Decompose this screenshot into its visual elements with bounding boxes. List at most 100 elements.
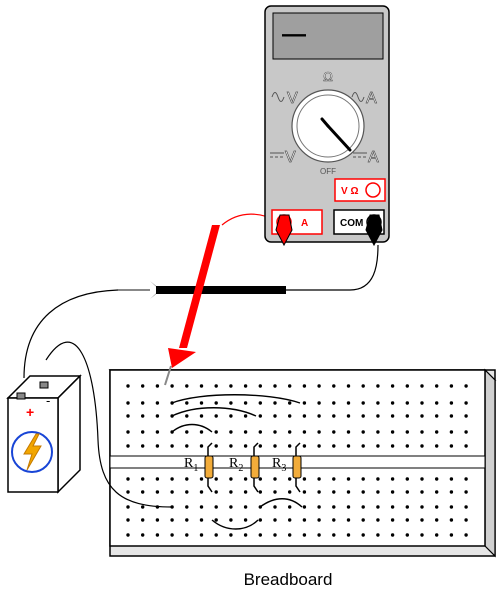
breadboard-hole[interactable]: [449, 430, 454, 434]
breadboard-hole[interactable]: [376, 401, 380, 405]
breadboard-hole[interactable]: [214, 430, 218, 434]
breadboard-hole[interactable]: [302, 477, 307, 481]
breadboard-hole[interactable]: [390, 430, 395, 434]
breadboard-hole[interactable]: [288, 384, 292, 388]
breadboard-hole[interactable]: [243, 490, 248, 494]
breadboard-hole[interactable]: [376, 505, 380, 509]
breadboard-hole[interactable]: [405, 444, 409, 448]
breadboard-hole[interactable]: [390, 533, 395, 537]
breadboard-hole[interactable]: [346, 490, 351, 494]
breadboard-hole[interactable]: [464, 414, 468, 418]
breadboard-hole[interactable]: [435, 414, 439, 418]
breadboard-hole[interactable]: [435, 490, 439, 494]
breadboard-hole[interactable]: [449, 444, 454, 448]
breadboard-hole[interactable]: [258, 384, 262, 388]
breadboard-hole[interactable]: [141, 477, 145, 481]
breadboard-hole[interactable]: [420, 414, 424, 418]
breadboard-hole[interactable]: [185, 490, 189, 494]
breadboard-hole[interactable]: [390, 490, 395, 494]
breadboard-hole[interactable]: [155, 430, 160, 434]
breadboard-hole[interactable]: [405, 505, 409, 509]
breadboard-hole[interactable]: [302, 401, 307, 405]
breadboard-hole[interactable]: [170, 444, 174, 448]
breadboard-hole[interactable]: [155, 533, 160, 537]
breadboard-hole[interactable]: [243, 444, 248, 448]
breadboard-hole[interactable]: [302, 384, 307, 388]
breadboard-hole[interactable]: [199, 384, 204, 388]
breadboard-hole[interactable]: [449, 477, 454, 481]
breadboard-hole[interactable]: [199, 518, 204, 522]
breadboard-hole[interactable]: [361, 401, 365, 405]
breadboard-hole[interactable]: [199, 401, 204, 405]
breadboard-hole[interactable]: [288, 430, 292, 434]
breadboard-hole[interactable]: [214, 505, 218, 509]
breadboard-hole[interactable]: [346, 518, 351, 522]
breadboard-hole[interactable]: [346, 401, 351, 405]
breadboard-hole[interactable]: [258, 401, 262, 405]
breadboard-hole[interactable]: [258, 430, 262, 434]
breadboard-hole[interactable]: [155, 444, 160, 448]
breadboard-hole[interactable]: [346, 533, 351, 537]
breadboard-hole[interactable]: [464, 401, 468, 405]
breadboard-hole[interactable]: [141, 401, 145, 405]
breadboard-hole[interactable]: [126, 444, 130, 448]
breadboard-hole[interactable]: [273, 490, 277, 494]
breadboard-hole[interactable]: [405, 533, 409, 537]
breadboard-hole[interactable]: [273, 414, 277, 418]
breadboard-hole[interactable]: [435, 401, 439, 405]
breadboard-hole[interactable]: [199, 490, 204, 494]
breadboard-hole[interactable]: [288, 490, 292, 494]
breadboard-hole[interactable]: [420, 518, 424, 522]
breadboard-hole[interactable]: [199, 477, 204, 481]
breadboard-hole[interactable]: [420, 401, 424, 405]
breadboard-hole[interactable]: [258, 490, 262, 494]
breadboard-hole[interactable]: [405, 401, 409, 405]
breadboard-hole[interactable]: [361, 444, 365, 448]
breadboard-hole[interactable]: [405, 430, 409, 434]
breadboard-hole[interactable]: [199, 414, 204, 418]
breadboard-hole[interactable]: [155, 518, 160, 522]
jack-volt-ohm[interactable]: V Ω: [334, 178, 386, 202]
breadboard-hole[interactable]: [243, 401, 248, 405]
breadboard-hole[interactable]: [361, 414, 365, 418]
breadboard-hole[interactable]: [141, 505, 145, 509]
breadboard-hole[interactable]: [273, 477, 277, 481]
breadboard-hole[interactable]: [302, 518, 307, 522]
breadboard-hole[interactable]: [273, 444, 277, 448]
breadboard-hole[interactable]: [141, 518, 145, 522]
breadboard-hole[interactable]: [464, 444, 468, 448]
breadboard-hole[interactable]: [229, 414, 233, 418]
breadboard-hole[interactable]: [317, 518, 321, 522]
breadboard-hole[interactable]: [288, 414, 292, 418]
breadboard-hole[interactable]: [229, 384, 233, 388]
breadboard-hole[interactable]: [243, 477, 248, 481]
breadboard-hole[interactable]: [288, 533, 292, 537]
breadboard-hole[interactable]: [405, 518, 409, 522]
breadboard-hole[interactable]: [405, 477, 409, 481]
meter-rotary-knob[interactable]: [291, 89, 365, 163]
breadboard-hole[interactable]: [199, 444, 204, 448]
breadboard-hole[interactable]: [449, 518, 454, 522]
breadboard-hole[interactable]: [449, 490, 454, 494]
breadboard-hole[interactable]: [273, 533, 277, 537]
breadboard-hole[interactable]: [435, 384, 439, 388]
breadboard-hole[interactable]: [214, 490, 218, 494]
breadboard-hole[interactable]: [288, 477, 292, 481]
breadboard-hole[interactable]: [332, 477, 336, 481]
breadboard-hole[interactable]: [346, 477, 351, 481]
breadboard-hole[interactable]: [405, 384, 409, 388]
breadboard-hole[interactable]: [420, 477, 424, 481]
breadboard-hole[interactable]: [346, 505, 351, 509]
breadboard-hole[interactable]: [155, 384, 160, 388]
breadboard-hole[interactable]: [435, 533, 439, 537]
breadboard-hole[interactable]: [449, 533, 454, 537]
breadboard-hole[interactable]: [332, 414, 336, 418]
breadboard-hole[interactable]: [332, 518, 336, 522]
breadboard-hole[interactable]: [302, 533, 307, 537]
breadboard-hole[interactable]: [126, 477, 130, 481]
breadboard-hole[interactable]: [229, 401, 233, 405]
breadboard-hole[interactable]: [420, 430, 424, 434]
breadboard-hole[interactable]: [302, 414, 307, 418]
breadboard-hole[interactable]: [449, 384, 454, 388]
breadboard-hole[interactable]: [199, 430, 204, 434]
